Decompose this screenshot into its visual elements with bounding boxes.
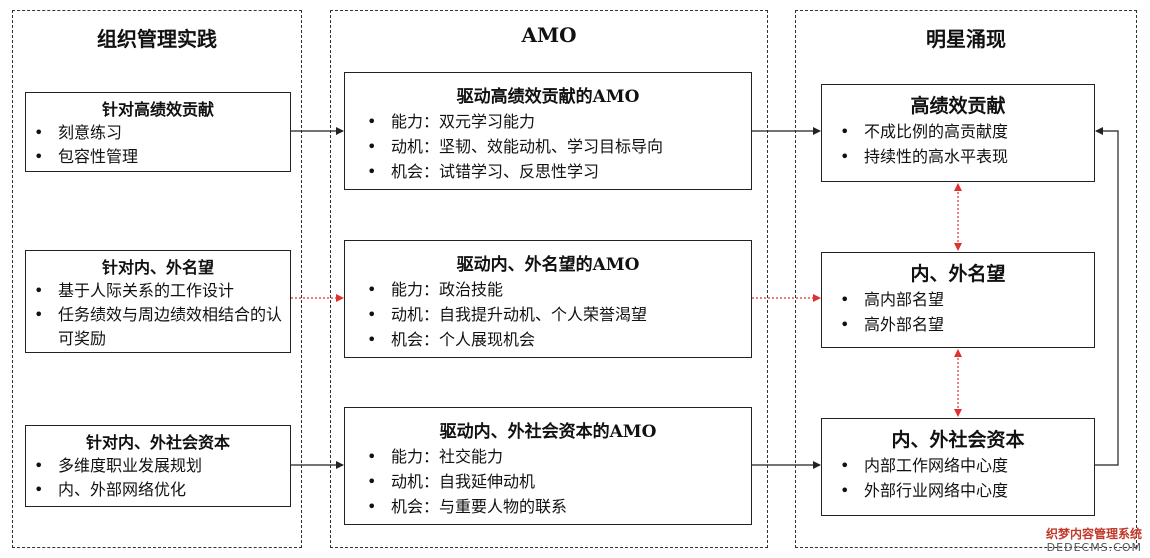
list-item: •动机：坚韧、效能动机、学习目标导向 bbox=[359, 134, 751, 159]
column-star-emergence: 明星涌现 bbox=[795, 10, 1137, 548]
arrow-feedback-loop bbox=[1095, 127, 1119, 466]
practice-box-social-capital: 针对内、外社会资本 •多维度职业发展规划 •内、外部网络优化 bbox=[25, 425, 291, 507]
watermark-line2: DEDECMS.COM bbox=[1046, 541, 1142, 554]
list-item: •刻意练习 bbox=[26, 121, 290, 145]
bullet-icon: • bbox=[840, 290, 850, 309]
column-amo: AMO bbox=[330, 10, 768, 548]
box-title: 内、外名望 bbox=[910, 263, 1006, 285]
box-title: 驱动内、外名望的AMO bbox=[456, 255, 640, 275]
bullet-icon: • bbox=[367, 447, 377, 466]
amo-box-reputation: 驱动内、外名望的AMO •能力：政治技能 •动机：自我提升动机、个人荣誉渴望 •… bbox=[344, 240, 752, 358]
list-item: •高外部名望 bbox=[832, 312, 1094, 337]
list-item: •机会：试错学习、反思性学习 bbox=[359, 159, 751, 184]
bullet-icon: • bbox=[367, 497, 377, 516]
box-title: 针对内、外名望 bbox=[101, 258, 214, 277]
column-title-right: 明星涌现 bbox=[926, 27, 1006, 51]
box-title: 驱动高绩效贡献的AMO bbox=[456, 87, 640, 107]
bullet-icon: • bbox=[367, 280, 377, 299]
column-title-left: 组织管理实践 bbox=[97, 27, 217, 51]
practice-box-performance: 针对高绩效贡献 •刻意练习 •包容性管理 bbox=[25, 92, 291, 172]
bullet-icon: • bbox=[34, 305, 44, 324]
list-item: •内部工作网络中心度 bbox=[832, 453, 1094, 478]
bullet-icon: • bbox=[367, 162, 377, 181]
list-item: •不成比例的高贡献度 bbox=[832, 119, 1094, 144]
list-item: •机会：个人展现机会 bbox=[359, 327, 751, 352]
list-item: •能力：双元学习能力 bbox=[359, 109, 751, 134]
practice-box-reputation: 针对内、外名望 •基于人际关系的工作设计 •任务绩效与周边绩效相结合的认可奖励 bbox=[25, 250, 291, 353]
list-item: •持续性的高水平表现 bbox=[832, 144, 1094, 169]
bullet-icon: • bbox=[840, 456, 850, 475]
bullet-icon: • bbox=[367, 472, 377, 491]
list-item: •基于人际关系的工作设计 bbox=[26, 279, 290, 303]
bullet-icon: • bbox=[367, 112, 377, 131]
box-title: 高绩效贡献 bbox=[910, 95, 1006, 117]
outcome-box-social-capital: 内、外社会资本 •内部工作网络中心度 •外部行业网络中心度 bbox=[821, 418, 1095, 516]
outcome-box-performance: 高绩效贡献 •不成比例的高贡献度 •持续性的高水平表现 bbox=[821, 84, 1095, 182]
amo-box-social-capital: 驱动内、外社会资本的AMO •能力：社交能力 •动机：自我延伸动机 •机会：与重… bbox=[344, 407, 752, 525]
amo-box-performance: 驱动高绩效贡献的AMO •能力：双元学习能力 •动机：坚韧、效能动机、学习目标导… bbox=[344, 72, 752, 190]
bullet-icon: • bbox=[34, 147, 44, 166]
box-title: 内、外社会资本 bbox=[891, 429, 1025, 451]
bullet-icon: • bbox=[367, 137, 377, 156]
list-item: •动机：自我延伸动机 bbox=[359, 469, 751, 494]
column-title-middle: AMO bbox=[521, 23, 577, 47]
bullet-icon: • bbox=[34, 480, 44, 499]
list-item: •内、外部网络优化 bbox=[26, 478, 290, 502]
list-item: •能力：政治技能 bbox=[359, 277, 751, 302]
bullet-icon: • bbox=[34, 456, 44, 475]
box-title: 针对高绩效贡献 bbox=[101, 100, 214, 119]
list-item: •任务绩效与周边绩效相结合的认可奖励 bbox=[34, 305, 283, 348]
list-item: •机会：与重要人物的联系 bbox=[359, 494, 751, 519]
bullet-icon: • bbox=[840, 315, 850, 334]
bullet-icon: • bbox=[840, 122, 850, 141]
list-item: •高内部名望 bbox=[832, 287, 1094, 312]
bullet-icon: • bbox=[840, 147, 850, 166]
list-item: •包容性管理 bbox=[26, 145, 290, 169]
bullet-icon: • bbox=[367, 305, 377, 324]
bullet-icon: • bbox=[840, 481, 850, 500]
list-item: •多维度职业发展规划 bbox=[26, 454, 290, 478]
list-item: •外部行业网络中心度 bbox=[832, 478, 1094, 503]
outcome-box-reputation: 内、外名望 •高内部名望 •高外部名望 bbox=[821, 252, 1095, 348]
watermark-line1: 织梦内容管理系统 bbox=[1045, 527, 1142, 541]
list-item: •能力：社交能力 bbox=[359, 444, 751, 469]
list-item: •动机：自我提升动机、个人荣誉渴望 bbox=[359, 302, 751, 327]
bullet-icon: • bbox=[34, 281, 44, 300]
column-organizational-practice: 组织管理实践 bbox=[12, 10, 302, 548]
box-title: 针对内、外社会资本 bbox=[85, 433, 230, 452]
watermark: 织梦内容管理系统 DEDECMS.COM bbox=[1045, 527, 1142, 555]
box-title: 驱动内、外社会资本的AMO bbox=[439, 422, 657, 442]
bullet-icon: • bbox=[34, 123, 44, 142]
bullet-icon: • bbox=[367, 330, 377, 349]
